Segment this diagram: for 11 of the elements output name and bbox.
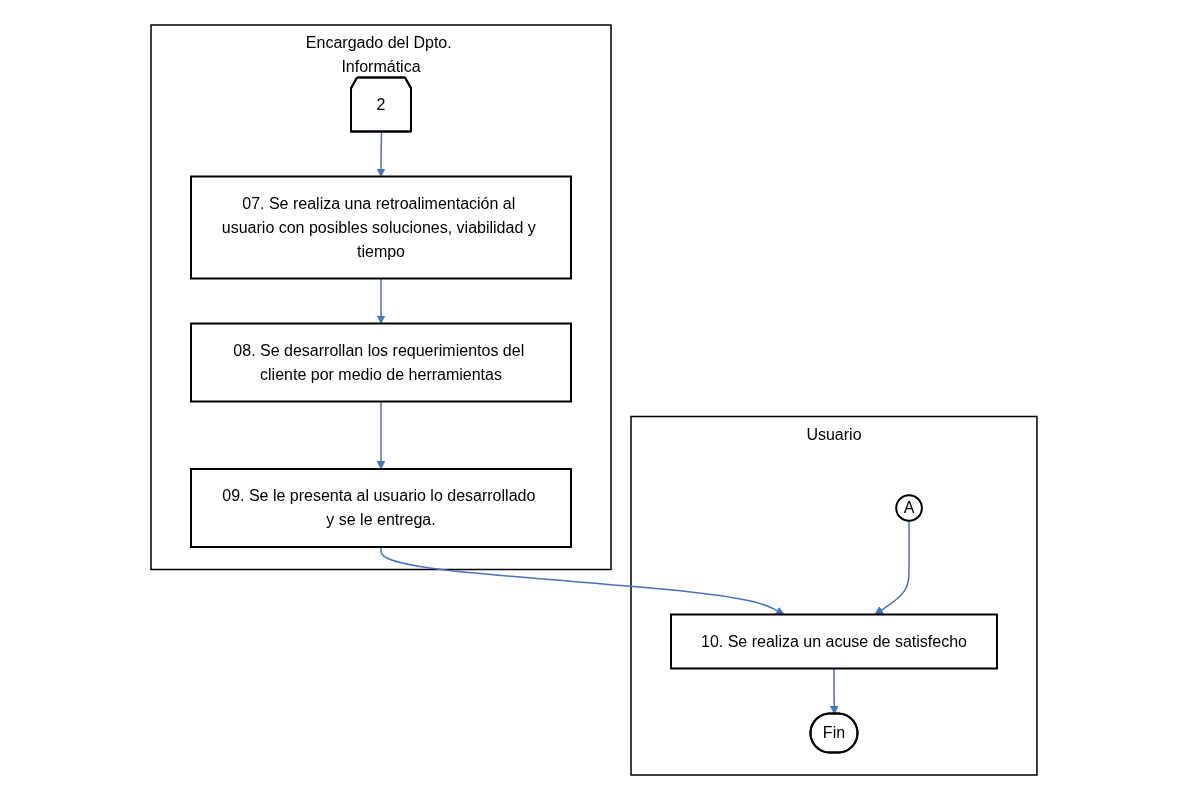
node-box: 09. Se le presenta al usuario lo desarrollado y se le entrega. [189, 468, 572, 548]
arrow [376, 277, 385, 324]
arrow [874, 520, 910, 615]
arrow [376, 400, 385, 470]
node-box: 10. Se realiza un acuse de satisfecho [669, 613, 998, 670]
arrow [379, 546, 784, 615]
node-box: 07. Se realiza una retroalimentación al usuario con posibles soluciones, viabilidad y tiempo [189, 175, 572, 280]
arrow [829, 667, 839, 715]
node-circle: A [894, 494, 923, 522]
node-box: 08. Se desarrollan los requerimientos del cliente por medio de herramientas [189, 322, 572, 403]
arrow [376, 131, 385, 177]
